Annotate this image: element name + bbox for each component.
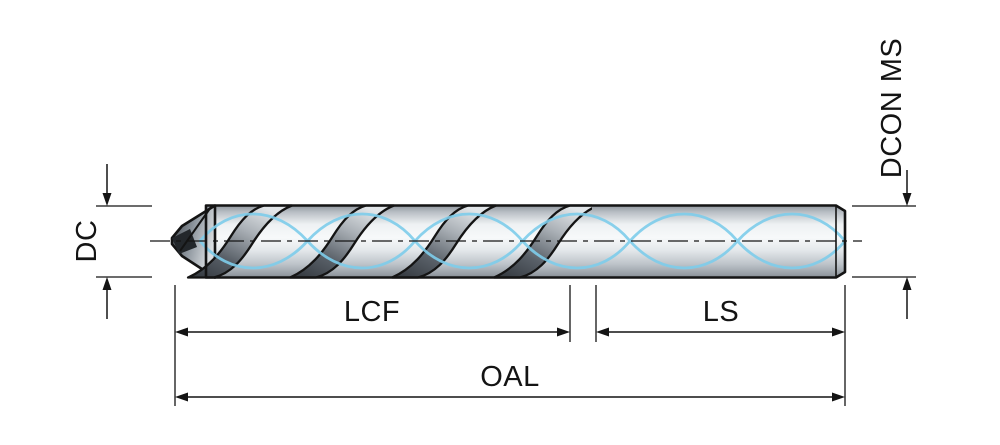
dimension-ls: LS	[596, 296, 845, 337]
dcon-arrowhead-top	[902, 193, 912, 206]
dc-arrowhead-bottom	[102, 277, 112, 290]
dc-label: DC	[71, 220, 103, 263]
extension-lines	[96, 205, 916, 406]
ls-arrowhead-left	[596, 327, 609, 337]
oal-arrowhead-right	[832, 392, 845, 402]
dimension-dc: DC	[71, 164, 112, 319]
oal-arrowhead-left	[175, 392, 188, 402]
lcf-arrowhead-left	[175, 327, 188, 337]
oal-label: OAL	[480, 361, 540, 393]
dimension-dcon-ms: DCON MS	[876, 38, 912, 319]
dcon-ms-label: DCON MS	[876, 38, 908, 178]
lcf-label: LCF	[344, 296, 400, 328]
dimension-oal: OAL	[175, 361, 845, 402]
dimension-lcf: LCF	[175, 296, 570, 337]
ls-arrowhead-right	[832, 327, 845, 337]
drill-body	[150, 204, 862, 279]
dcon-arrowhead-bottom	[902, 277, 912, 290]
dc-arrowhead-top	[102, 193, 112, 206]
lcf-arrowhead-right	[557, 327, 570, 337]
ls-label: LS	[703, 296, 739, 328]
